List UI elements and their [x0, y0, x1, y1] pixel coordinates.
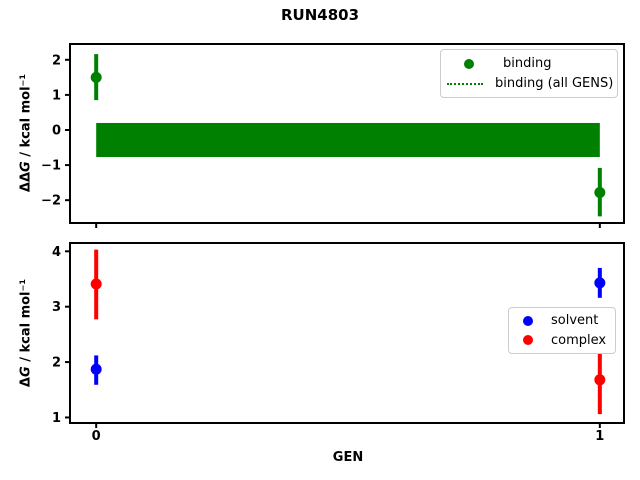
dg-y-axis-label: ΔG / kcal mol⁻¹: [19, 279, 34, 387]
binding-legend-label: binding: [503, 56, 552, 71]
legend-item-solvent: solvent: [515, 311, 609, 331]
ddg-legend: binding binding (all GENS): [440, 49, 618, 98]
ddg-ytick-label-0: 0: [52, 123, 61, 138]
binding-all-gens-legend-label: binding (all GENS): [495, 76, 614, 91]
legend-item-binding: binding: [447, 54, 611, 74]
dg-ytick-label-3: 3: [52, 300, 61, 315]
ddg-ytick-label--1: −1: [41, 159, 61, 174]
binding-dot-icon: [464, 58, 474, 69]
dg-legend: solvent complex: [508, 307, 616, 354]
ddg-uncertainty-band: [96, 122, 600, 158]
ddg-ytick-label--2: −2: [41, 194, 61, 209]
legend-item-binding-all-gens: binding (all GENS): [447, 74, 614, 94]
ddg-ylabel-delta: ΔΔ: [18, 171, 34, 193]
solvent-point-gen1: [594, 277, 606, 289]
ddg-ylabel-var: G: [18, 161, 34, 172]
complex-legend-label: complex: [551, 332, 607, 348]
binding-all-gens-marker-cell: [447, 82, 483, 85]
ddg-ytick-label-2: 2: [52, 53, 61, 68]
dg-xtick-label-1: 1: [595, 429, 604, 444]
complex-marker-cell: [515, 335, 541, 346]
dotted-line-icon: [447, 82, 483, 85]
solvent-legend-label: solvent: [551, 313, 599, 329]
dg-xtick-label-0: 0: [92, 429, 101, 444]
dg-ylabel-unit: / kcal mol⁻¹: [18, 278, 34, 367]
dg-axes-frame: [69, 242, 625, 424]
ddg-ylabel-unit: / kcal mol⁻¹: [18, 73, 34, 162]
complex-point-gen1: [594, 374, 606, 386]
figure-title: RUN4803: [280, 6, 360, 24]
legend-item-complex: complex: [515, 331, 609, 351]
binding-point-gen1: [594, 186, 606, 198]
dg-ylabel-delta: Δ: [18, 377, 34, 388]
x-axis-label: GEN: [332, 450, 364, 465]
complex-dot-icon: [523, 335, 533, 346]
solvent-point-gen0: [90, 363, 102, 375]
binding-marker-cell: [447, 58, 491, 69]
binding-point-gen0: [90, 71, 102, 83]
ddg-ytick-label-1: 1: [52, 88, 61, 103]
complex-point-gen0: [90, 278, 102, 290]
ddg-y-axis-label: ΔΔG / kcal mol⁻¹: [19, 74, 34, 192]
dg-ylabel-var: G: [18, 366, 34, 378]
solvent-dot-icon: [523, 315, 533, 326]
dg-ytick-label-4: 4: [52, 245, 61, 260]
ddg-axes-frame: [69, 43, 625, 224]
dg-ytick-label-1: 1: [52, 411, 61, 426]
solvent-marker-cell: [515, 315, 541, 326]
dg-ytick-label-2: 2: [52, 356, 61, 371]
